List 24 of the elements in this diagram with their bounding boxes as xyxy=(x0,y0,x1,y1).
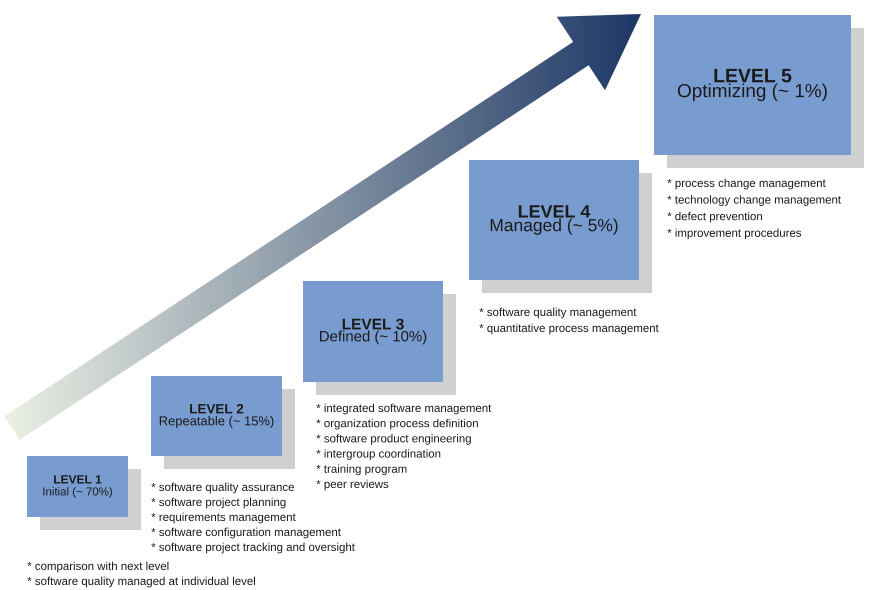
list-item: * software product engineering xyxy=(316,434,471,445)
level-box: LEVEL 3 Defined (~ 10%) xyxy=(303,281,456,395)
list-item: * defect prevention xyxy=(667,212,762,223)
list-item: * intergroup coordination xyxy=(316,449,440,460)
list-item: * software quality assurance xyxy=(151,482,294,494)
list-item: * peer reviews xyxy=(316,480,388,490)
list-item: * software project planning xyxy=(151,498,286,508)
level-box: LEVEL 2 Repeatable (~ 15%) xyxy=(151,376,295,469)
list-item: * technology change management xyxy=(667,195,841,206)
list-item: * software quality managed at individual level xyxy=(27,576,256,588)
list-item: * organization process definition xyxy=(316,418,478,430)
list-item: * comparison with next level xyxy=(27,562,168,572)
list-item: * requirements management xyxy=(151,512,296,524)
list-item: * software quality management xyxy=(479,308,636,318)
list-item: * software project tracking and oversight xyxy=(151,542,355,554)
list-item: * quantitative process management xyxy=(479,324,659,334)
list-item: * process change management xyxy=(667,178,826,190)
list-item: * training program xyxy=(316,464,406,476)
list-item: * improvement procedures xyxy=(667,228,802,240)
list-item: * integrated software management xyxy=(316,404,492,414)
list-item: * software configuration management xyxy=(151,528,341,538)
level-box: LEVEL 4 Managed (~ 5%) xyxy=(469,160,652,293)
level-box: LEVEL 5 Optimizing (~ 1%) xyxy=(654,15,864,168)
level-box: LEVEL 1 Initial (~ 70%) xyxy=(27,456,141,530)
